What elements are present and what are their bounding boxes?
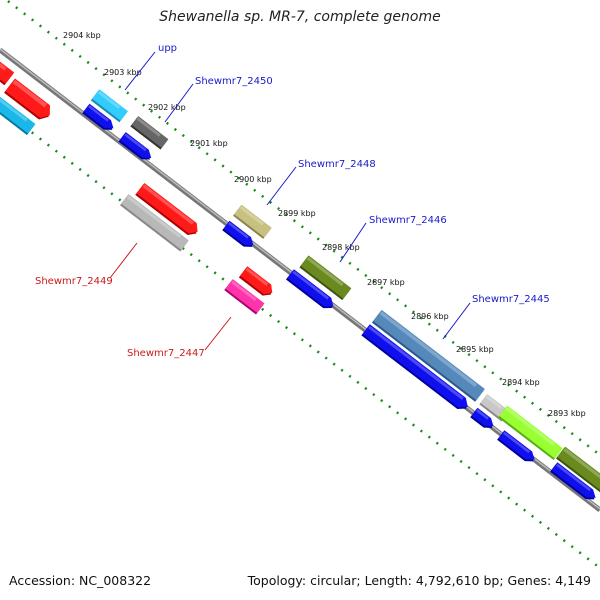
tick-track-inner	[0, 107, 600, 569]
kbp-label: 2900 kbp	[234, 175, 272, 184]
gene-blue-upp	[82, 103, 114, 130]
gene-label-shewmr7-2450: Shewmr7_2450	[195, 76, 273, 87]
gene-olive-b	[556, 446, 600, 495]
gene-blue-2450-highlight	[124, 133, 147, 152]
gene-red-2449	[135, 182, 198, 235]
gene-blue-b1-highlight	[476, 409, 489, 420]
kbp-label: 2895 kbp	[456, 345, 494, 354]
gene-olive-2446-body	[300, 255, 352, 299]
gene-blue-2446-body	[287, 269, 334, 307]
kbp-label: 2894 kbp	[502, 378, 540, 387]
kbp-label: 2896 kbp	[411, 312, 449, 321]
gene-red-left	[4, 78, 50, 120]
kbp-label: 2899 kbp	[278, 209, 316, 218]
gene-gray-2449-highlight	[126, 195, 182, 239]
gene-label-shewmr7-2446: Shewmr7_2446	[369, 215, 447, 226]
gene-blue-2446-highlight	[292, 270, 330, 300]
gene-blue-b3-highlight	[556, 463, 591, 492]
gene-callouts: upp Shewmr7_2450 Shewmr7_2448 Shewmr7_24…	[35, 43, 550, 359]
tick-tracks	[0, 0, 600, 569]
gene-blue-b3	[550, 462, 596, 500]
gene-blue-2450	[118, 132, 152, 160]
kbp-scale: 2904 kbp 2903 kbp 2902 kbp 2901 kbp 2900…	[63, 31, 586, 418]
gene-khaki-2448-body	[234, 204, 272, 238]
genes	[0, 60, 600, 500]
gene-lightgray-b-highlight	[485, 395, 502, 409]
gene-blue-b2	[497, 430, 535, 462]
gene-label-shewmr7-2449: Shewmr7_2449	[35, 276, 113, 287]
gene-blue-2446	[286, 269, 334, 309]
gene-red-2449-highlight	[142, 184, 194, 225]
gene-blue-2445	[361, 324, 468, 410]
gene-blue-2445-highlight	[368, 325, 464, 400]
gene-green-b-highlight	[505, 406, 555, 447]
gene-label-shewmr7-2447: Shewmr7_2447	[127, 348, 205, 359]
gene-gray-2450-highlight	[136, 117, 161, 137]
gene-olive-b-highlight	[563, 447, 600, 481]
tick-track-outer	[4, 0, 600, 456]
gene-label-shewmr7-2445: Shewmr7_2445	[472, 294, 550, 305]
kbp-label: 2904 kbp	[63, 31, 101, 40]
gene-blue-b1-body	[471, 407, 494, 427]
gene-blue-2445-body	[362, 324, 468, 408]
kbp-label: 2898 kbp	[322, 243, 360, 252]
gene-blue-2450-body	[119, 132, 152, 158]
gene-cyan-upp	[90, 89, 128, 123]
gene-khaki-2448	[233, 204, 272, 239]
gene-steel-2445	[371, 309, 485, 402]
gene-red-2449-body	[136, 182, 198, 234]
gene-gray-2450-body	[131, 116, 169, 148]
gene-label-shewmr7-2448: Shewmr7_2448	[298, 159, 376, 170]
gene-label-upp: upp	[158, 43, 177, 54]
gene-cyan-upp-body	[92, 89, 128, 121]
gene-red-left-top-body	[0, 60, 15, 84]
kbp-label: 2901 kbp	[190, 139, 228, 148]
gene-red-left-top	[0, 60, 15, 86]
gene-gray-2450	[130, 116, 169, 150]
gene-blue-b2-highlight	[503, 431, 530, 454]
gene-blue-2448-body	[223, 220, 254, 246]
gene-khaki-2448-highlight	[239, 206, 264, 226]
gene-green-b-body	[499, 405, 563, 459]
gene-magenta-2447-body	[225, 279, 265, 313]
gene-steel-2445-highlight	[379, 311, 478, 388]
gene-blue-2448	[222, 220, 254, 247]
gene-red-left-top-highlight	[0, 61, 7, 71]
gene-gray-2449	[119, 194, 189, 252]
gene-cyan-left-body	[0, 90, 36, 134]
gene-gray-2449-body	[121, 194, 189, 250]
gene-olive-b-body	[557, 446, 600, 494]
accession-text: Accession: NC_008322	[9, 573, 152, 588]
kbp-label: 2903 kbp	[104, 68, 142, 77]
gene-blue-2448-highlight	[228, 222, 249, 239]
map-title: Shewanella sp. MR-7, complete genome	[159, 9, 441, 25]
gene-blue-b2-body	[498, 430, 535, 460]
gene-steel-2445-body	[373, 309, 485, 401]
topology-text: Topology: circular; Length: 4,792,610 bp…	[247, 573, 591, 588]
gene-magenta-2447-highlight	[231, 280, 257, 302]
kbp-label: 2897 kbp	[367, 278, 405, 287]
gene-cyan-left	[0, 90, 36, 136]
gene-blue-upp-body	[83, 103, 114, 129]
gene-red-2447-highlight	[245, 267, 269, 286]
gene-green-b	[498, 405, 563, 461]
gene-cyan-upp-highlight	[97, 90, 121, 109]
kbp-label: 2902 kbp	[148, 103, 186, 112]
gene-red-left-highlight	[12, 79, 47, 108]
gene-magenta-2447	[224, 279, 265, 315]
gene-cyan-left-highlight	[0, 91, 28, 122]
kbp-label: 2893 kbp	[548, 409, 586, 418]
gene-olive-2446-highlight	[306, 256, 344, 287]
gene-blue-b1	[470, 407, 494, 428]
gene-blue-upp-highlight	[88, 105, 109, 122]
gene-olive-2446	[299, 255, 352, 301]
gene-red-2447	[238, 266, 273, 296]
gene-red-2447-body	[240, 266, 273, 295]
gene-blue-b3-body	[551, 462, 596, 498]
gene-red-left-body	[5, 78, 50, 118]
